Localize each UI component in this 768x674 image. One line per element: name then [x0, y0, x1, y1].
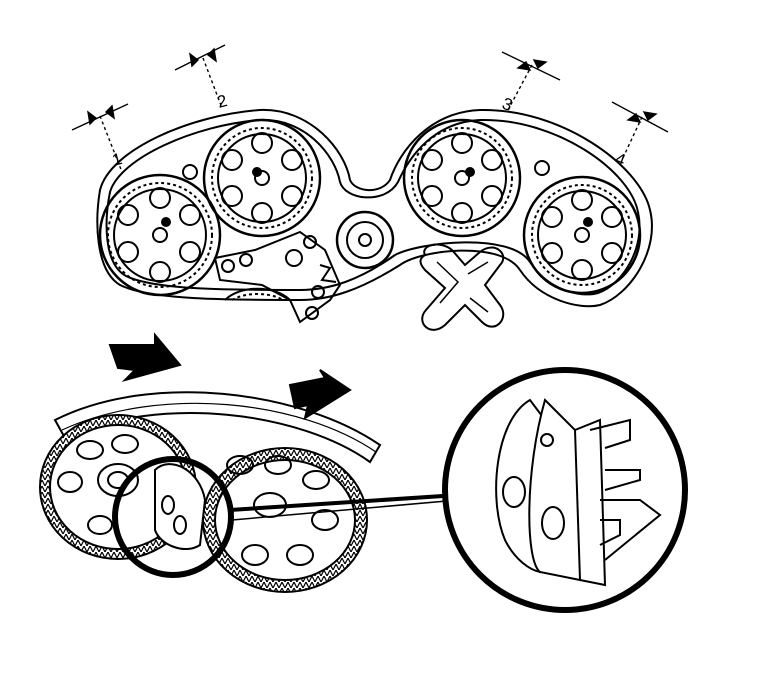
callout-2: 2 — [215, 91, 229, 112]
locking-tool — [154, 463, 207, 550]
tensioner-bracket — [213, 230, 342, 324]
camshaft-sprocket-4 — [522, 175, 642, 295]
upper-view — [96, 108, 653, 331]
crankshaft-pulley-partial — [224, 287, 291, 301]
timing-belt-inner — [105, 118, 641, 296]
lower-view — [39, 332, 688, 613]
camshaft-sprocket-1 — [98, 173, 222, 297]
callout-labels: 1 2 3 4 — [110, 91, 628, 170]
timing-belt-outer — [96, 108, 653, 308]
callout-4: 4 — [613, 149, 628, 170]
idler-pulley-right — [534, 160, 550, 176]
belt-perspective — [53, 391, 382, 464]
callout-markers — [71, 44, 669, 173]
magnified-locking-tool — [495, 398, 662, 587]
detail-source-circle — [112, 456, 234, 578]
rotation-arrow-left — [108, 332, 182, 382]
tensioner-pulley — [335, 210, 395, 270]
camshaft-sprocket-2 — [202, 118, 322, 238]
crankshaft-plate — [419, 243, 505, 331]
camshaft-sprocket-3 — [402, 118, 522, 238]
idler-pulley-left — [182, 164, 198, 180]
rotation-arrow-right — [288, 369, 352, 421]
sprocket-right-perspective — [202, 447, 368, 593]
